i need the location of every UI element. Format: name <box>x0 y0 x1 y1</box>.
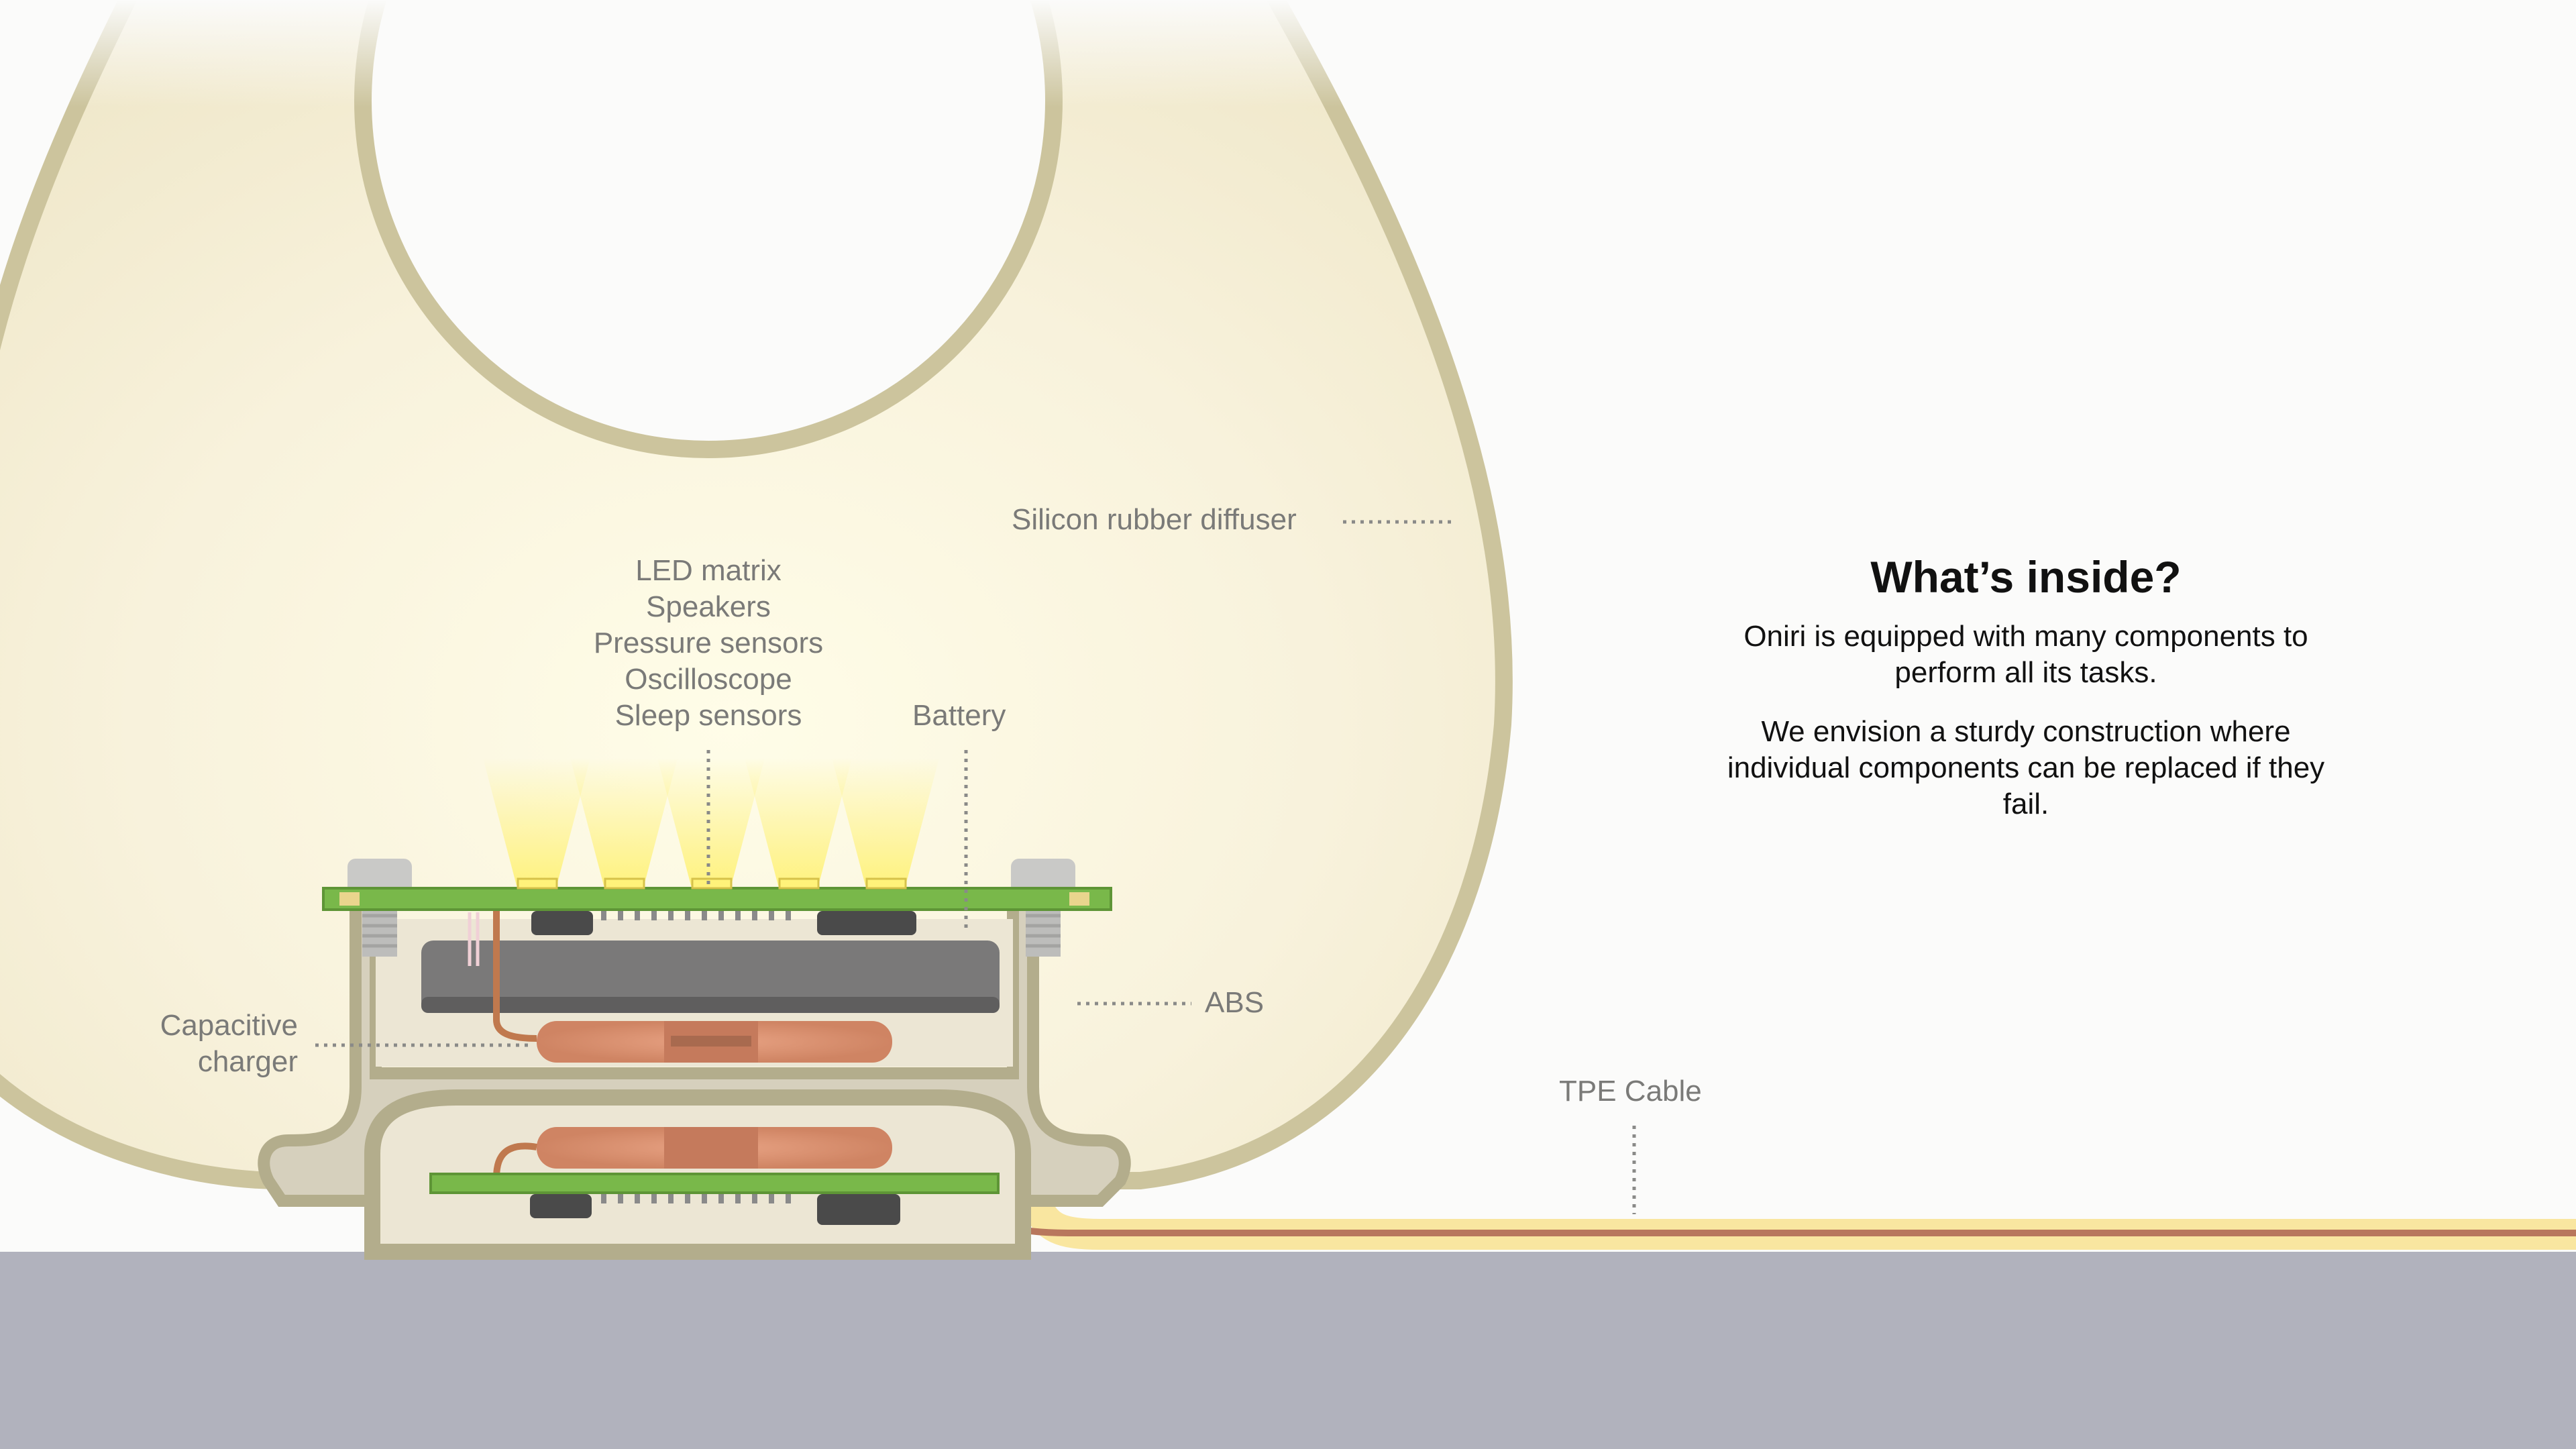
label-pressure-sensors: Pressure sensors <box>554 625 863 661</box>
label-oscilloscope: Oscilloscope <box>554 661 863 698</box>
label-tpe-cable: TPE Cable <box>1559 1073 1702 1110</box>
info-paragraph-1: Oniri is equipped with many components t… <box>1717 619 2334 691</box>
label-battery: Battery <box>912 698 1006 734</box>
label-silicon-diffuser: Silicon rubber diffuser <box>1012 502 1297 538</box>
label-top-component-stack: LED matrix Speakers Pressure sensors Osc… <box>554 553 863 734</box>
capacitive-charger-upper-coil <box>537 1021 892 1063</box>
label-led-matrix: LED matrix <box>554 553 863 589</box>
label-sleep-sensors: Sleep sensors <box>554 698 863 734</box>
info-heading: What’s inside? <box>1717 550 2334 604</box>
label-speakers: Speakers <box>554 589 863 625</box>
floor-surface <box>0 1252 2576 1449</box>
tpe-cable <box>966 1194 2576 1234</box>
label-capacitive-charger: Capacitive charger <box>94 1008 298 1080</box>
label-abs: ABS <box>1205 985 1264 1021</box>
info-paragraph-2: We envision a sturdy construction where … <box>1717 714 2334 822</box>
led-light-beams <box>483 758 939 885</box>
info-panel: What’s inside? Oniri is equipped with ma… <box>1717 550 2334 845</box>
